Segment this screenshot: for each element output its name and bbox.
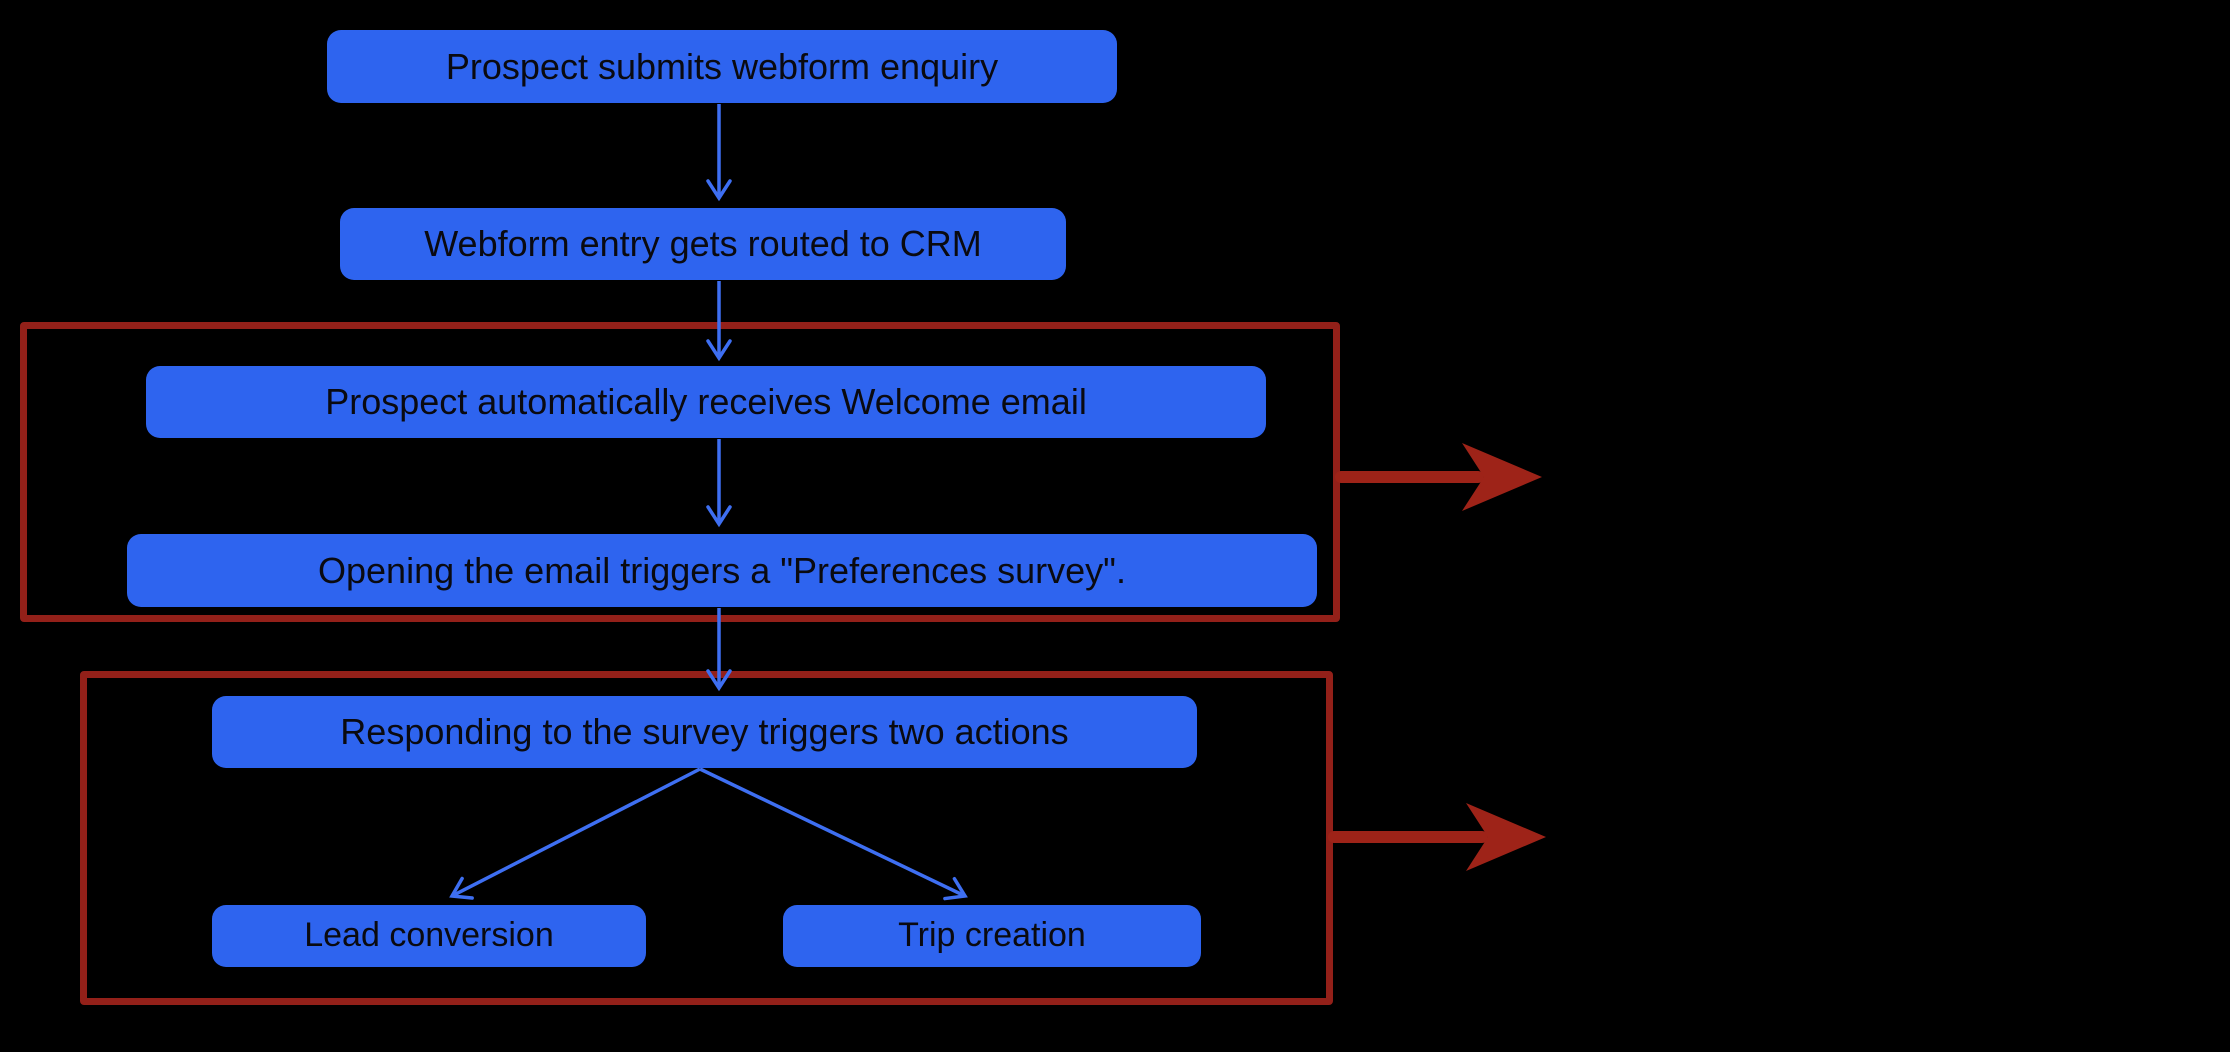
node-survey-triggers-actions: Responding to the survey triggers two ac… xyxy=(212,696,1197,768)
node-prospect-submits-webform: Prospect submits webform enquiry xyxy=(327,30,1117,103)
node-welcome-email: Prospect automatically receives Welcome … xyxy=(146,366,1266,438)
node-lead-conversion: Lead conversion xyxy=(212,905,646,967)
group2-callout-arrow-head xyxy=(1466,803,1546,871)
node-webform-routed-to-crm: Webform entry gets routed to CRM xyxy=(340,208,1066,280)
node-preferences-survey: Opening the email triggers a "Preference… xyxy=(127,534,1317,607)
group1-callout-arrow-head xyxy=(1462,443,1542,511)
node-trip-creation: Trip creation xyxy=(783,905,1201,967)
